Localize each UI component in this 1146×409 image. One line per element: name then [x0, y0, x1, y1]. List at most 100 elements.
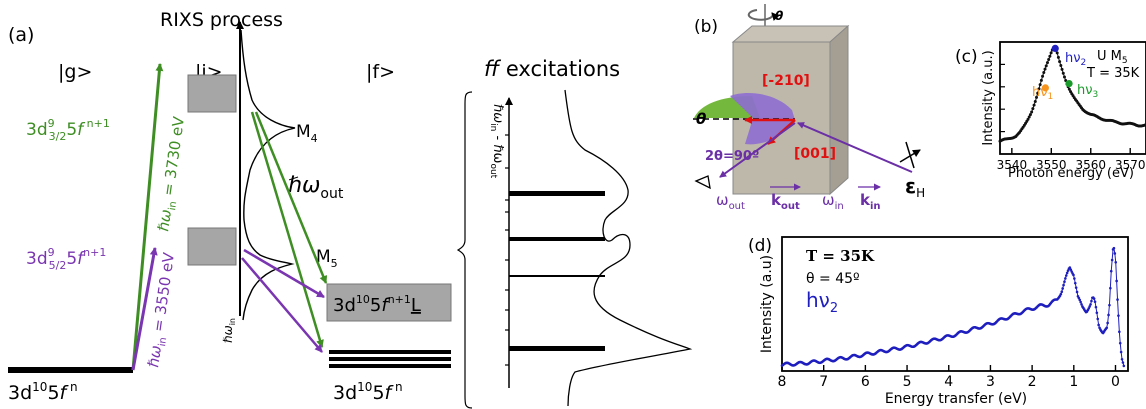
x-tick-label: 3540 [997, 158, 1028, 172]
data-point [1061, 287, 1064, 290]
data-point [1079, 300, 1082, 304]
data-point [1036, 91, 1040, 95]
energy-axis-label: ℏωin [221, 318, 237, 343]
data-point [1037, 87, 1041, 91]
data-point [1064, 274, 1068, 277]
m4-edge-label: M4 [296, 122, 318, 145]
panel-c-edge-label: U M5 [1097, 49, 1128, 66]
data-point [1117, 314, 1120, 317]
data-point [1106, 321, 1109, 325]
data-point [1032, 103, 1036, 107]
data-point [1028, 113, 1032, 117]
panel-b-label: (b) [694, 17, 718, 37]
ground-level-label: 3d105f n [8, 380, 78, 404]
final-level-bar-1 [329, 350, 451, 354]
panel-c-markers [1041, 44, 1073, 92]
final-level-bar-3 [329, 364, 451, 368]
data-point [1043, 67, 1047, 71]
data-point [1047, 58, 1051, 62]
purple-emission-arrow-1 [241, 257, 323, 353]
data-point [1067, 87, 1071, 91]
green-emission-arrow-2 [254, 111, 328, 284]
direction-label-001: [001] [794, 146, 836, 162]
data-point [1119, 350, 1123, 354]
x-tick-label: 6 [861, 374, 870, 390]
data-point [1109, 286, 1112, 290]
data-point [1044, 64, 1048, 68]
data-point [1080, 303, 1083, 306]
data-point [1118, 341, 1122, 345]
data-point [1109, 269, 1113, 273]
data-point [1038, 83, 1042, 87]
data-point [1058, 60, 1062, 64]
charge-transfer-box [326, 283, 452, 322]
data-point [1045, 61, 1049, 65]
x-tick-label: 0 [1111, 374, 1120, 390]
crystal-side-face [829, 24, 849, 196]
polarization-tick [905, 141, 915, 169]
panel-d-hv-label: hν2 [806, 288, 838, 316]
panel-c-x-label: Photon energy (eV) [1008, 166, 1134, 181]
x-tick-label: 3570 [1115, 158, 1146, 172]
data-point [1035, 95, 1038, 99]
panel-d-y-label: Intensity (a.u) [759, 255, 775, 353]
data-point [1070, 270, 1073, 273]
data-point [1073, 281, 1077, 285]
m5-edge-label: M5 [316, 247, 338, 270]
omega-out-label: ωout [716, 191, 745, 212]
x-tick-label: 8 [778, 374, 787, 390]
x-tick-label: 3 [986, 374, 995, 390]
data-point [1118, 330, 1121, 334]
data-point [1116, 298, 1119, 301]
ff-axis-ticks [505, 134, 509, 366]
data-point [1121, 361, 1125, 364]
data-point [1062, 75, 1066, 79]
data-point [1060, 67, 1064, 71]
k-out-label: kout [771, 191, 800, 212]
data-point [1122, 364, 1126, 368]
data-point [1107, 313, 1110, 317]
two-theta-label: 2θ=90º [705, 149, 759, 164]
direction-label-210: [-210] [762, 73, 810, 89]
data-point [1091, 296, 1094, 300]
data-point [1027, 115, 1031, 119]
panel-c-label: (c) [955, 47, 978, 67]
panel-d-theta-label: θ = 45º [806, 271, 860, 287]
ground-level-bar [8, 367, 133, 373]
data-point [1096, 317, 1100, 321]
data-point [1111, 248, 1115, 251]
data-point [1062, 283, 1065, 287]
purple-emission-arrow-2 [243, 248, 325, 299]
data-point [1056, 55, 1060, 59]
data-point [1064, 277, 1067, 280]
data-point [1041, 74, 1045, 78]
data-point [1042, 70, 1046, 74]
theta-top-label: θ [775, 9, 783, 23]
data-point [1033, 100, 1037, 104]
m5-core-box [187, 227, 237, 266]
charge-transfer-label: 3d105fn+1L [333, 293, 421, 316]
panel-c-temp-label: T = 35K [1086, 66, 1140, 81]
panel-c-y-label: Intensity (a.u.) [981, 50, 996, 145]
hv3-label: hν3 [1077, 83, 1098, 100]
data-point [1110, 258, 1114, 262]
data-point [1093, 300, 1097, 304]
data-point [1049, 51, 1053, 55]
data-point [1108, 303, 1111, 307]
final-level-label: 3d105f n [333, 380, 403, 404]
panel-b: (b) θ θ [-210] [001] 2θ=90º εH ωout kout… [693, 4, 925, 212]
panel-d-temp-label: T = 35K [806, 247, 875, 265]
absorption-curve [240, 29, 296, 321]
crystal-top-face [731, 25, 850, 43]
hv1-label: hν1 [1032, 85, 1053, 102]
x-tick-label: 5 [903, 374, 912, 390]
marker-hν2 [1051, 44, 1059, 53]
green-incident-arrow [131, 63, 164, 371]
ff-level-lines [509, 191, 605, 351]
hv2-label: hν2 [1065, 51, 1086, 68]
x-tick-label: 4 [944, 374, 953, 390]
data-point [1039, 78, 1043, 82]
